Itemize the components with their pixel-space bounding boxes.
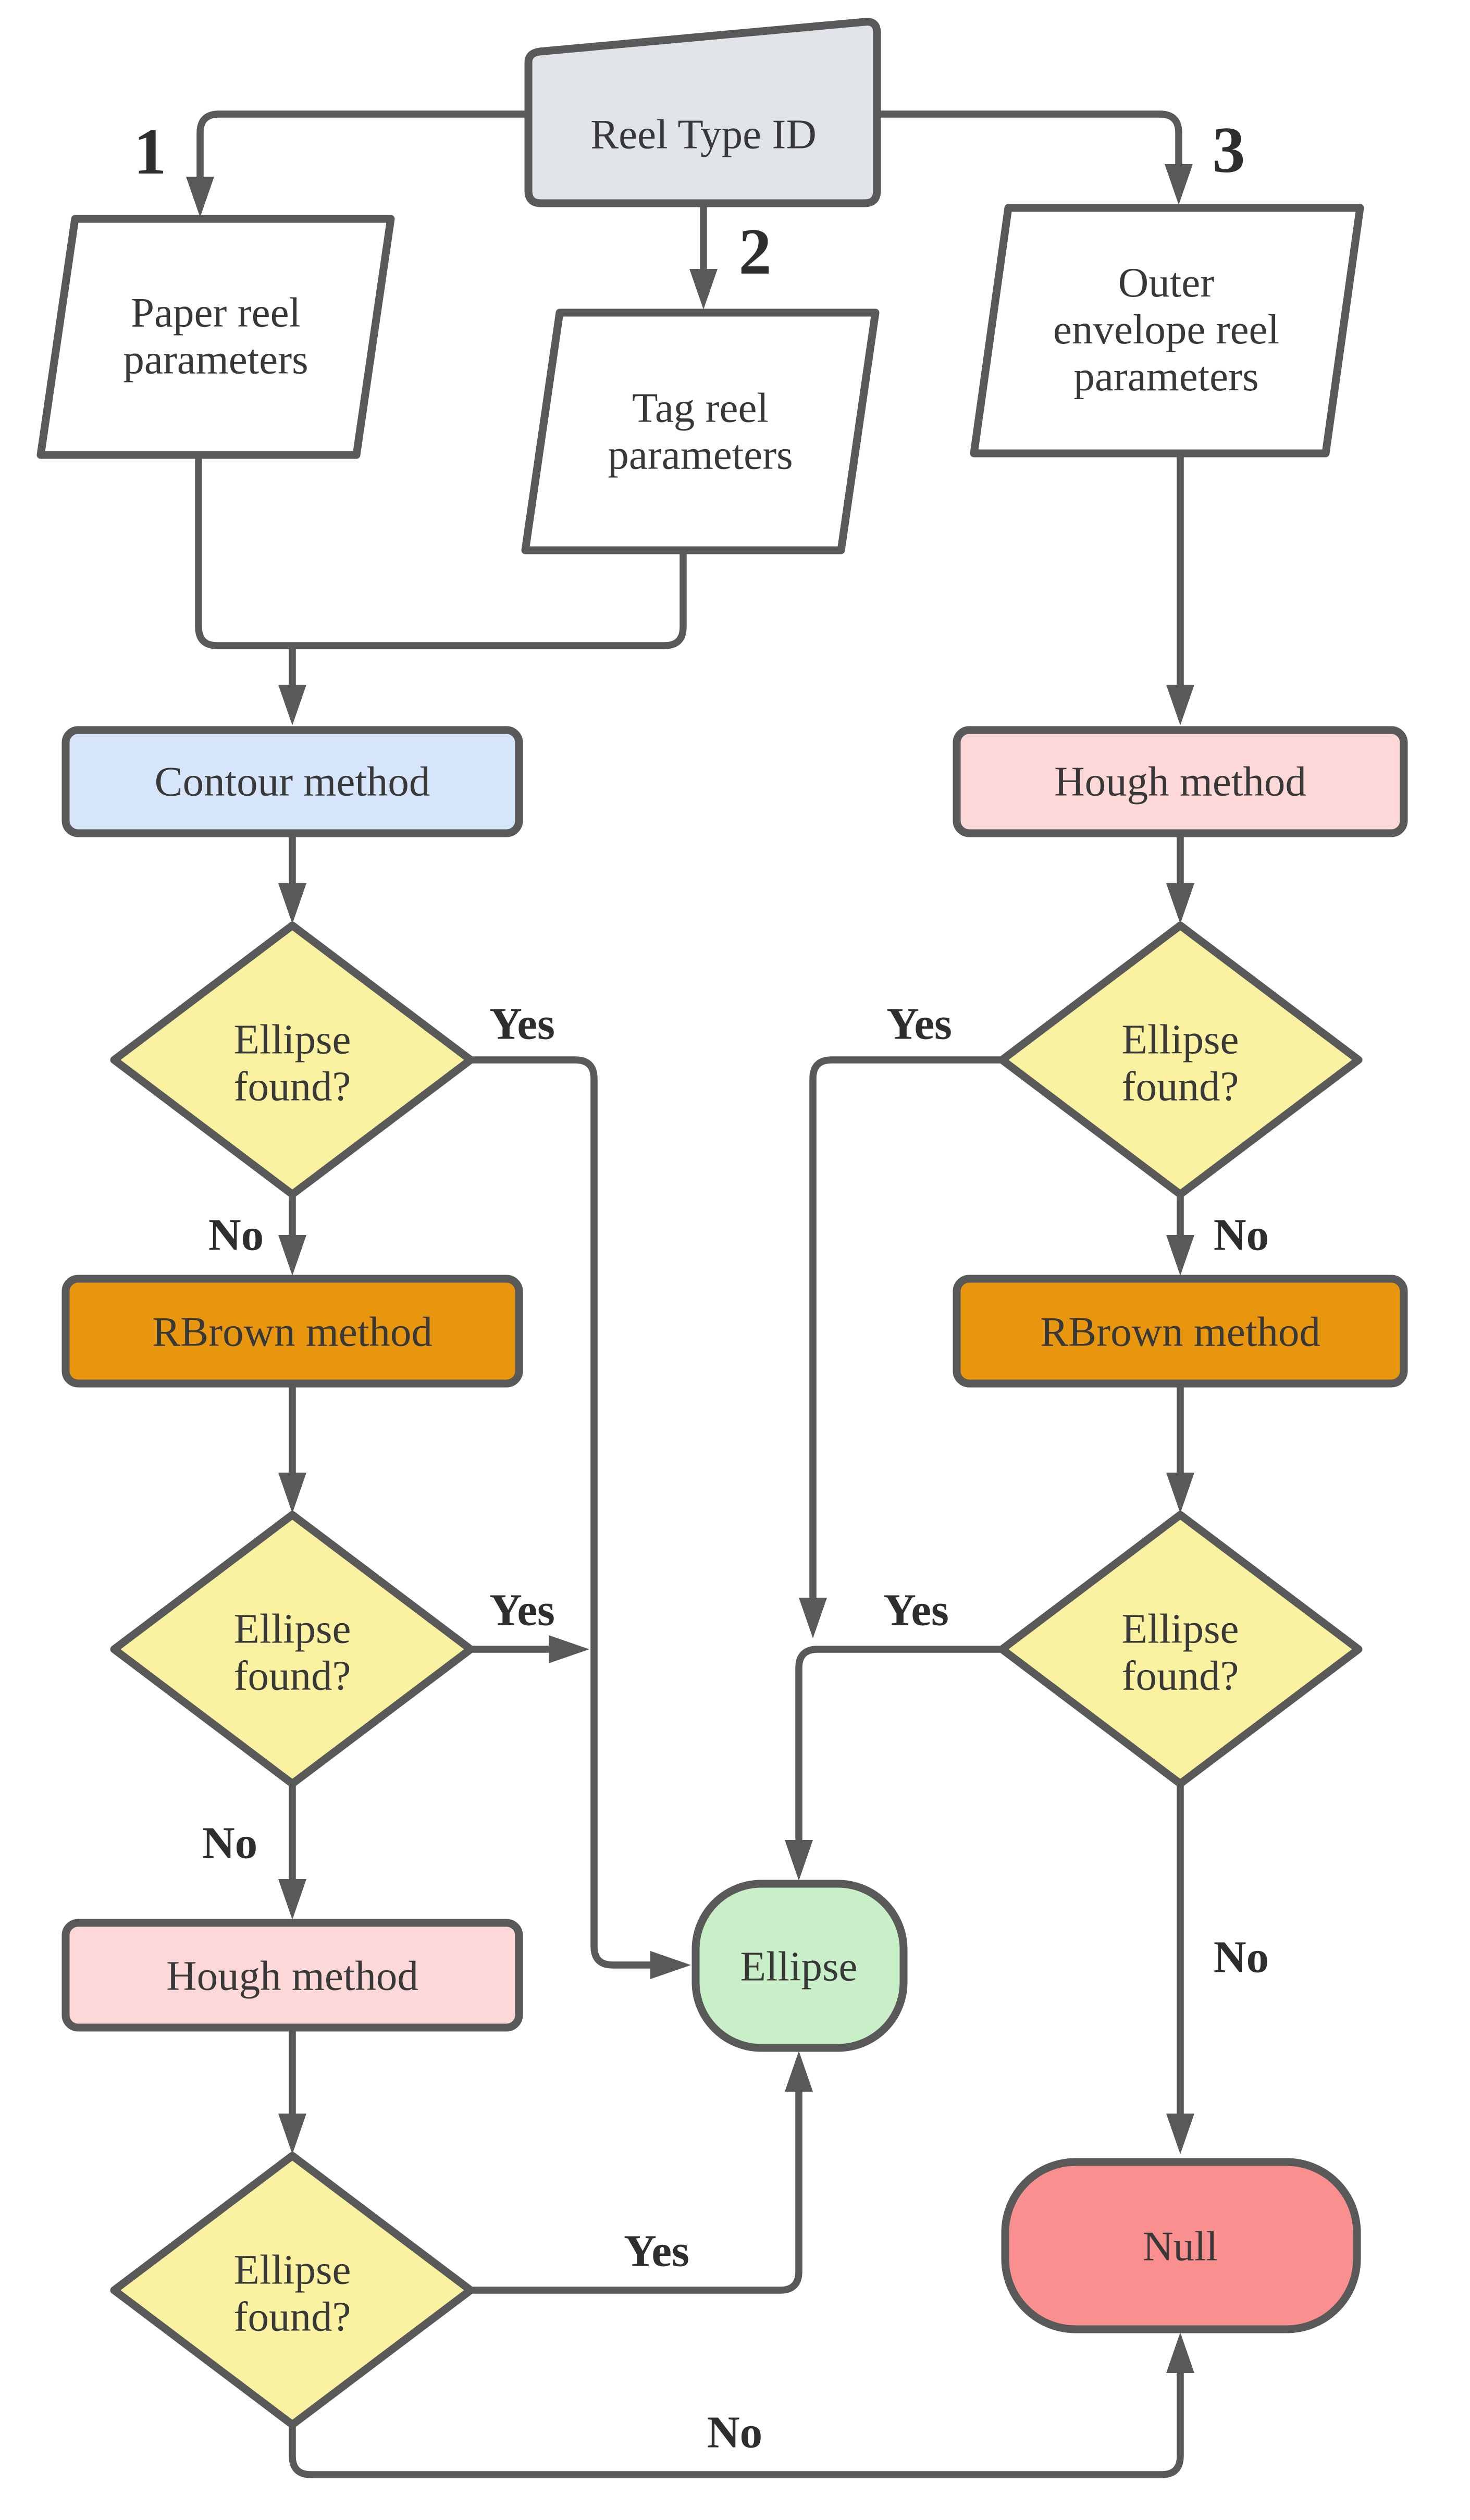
hough-method-right-box: [953, 726, 1408, 837]
label-yes-left-3: Yes: [624, 2227, 689, 2277]
label-yes-right-2: Yes: [883, 1586, 949, 1636]
decision-right-1-diamond: [998, 921, 1363, 1199]
edge-decision-l1-yes: [471, 1056, 653, 1969]
paper-reel-label: Paper reel parameters: [123, 289, 308, 383]
label-no-left-2: No: [202, 1819, 258, 1869]
arrowhead-into-decision-l2: [278, 1473, 306, 1513]
rbrown-method-left-box: [61, 1275, 523, 1388]
tag-reel-parallelogram: [521, 308, 880, 554]
branch-number-1: 1: [133, 117, 167, 189]
decision-left-2-label: Ellipse found?: [233, 1605, 351, 1699]
arrowhead-into-decision-l1: [278, 883, 306, 924]
label-yes-left-1: Yes: [489, 999, 555, 1050]
outer-reel-label: Outer envelope reel parameters: [1053, 258, 1280, 401]
reel-type-id-shape: [524, 18, 881, 207]
arrowhead-l3-yes-into-ellipse: [785, 2051, 813, 2092]
null-terminal-label: Null: [1142, 2222, 1218, 2270]
branch-number-3: 3: [1212, 116, 1245, 188]
hough-method-right-label: Hough method: [1054, 758, 1306, 805]
arrowhead-into-decision-l3: [278, 2114, 306, 2154]
arrowhead-into-decision-r2: [1166, 1473, 1194, 1513]
label-no-right-1: No: [1213, 1210, 1269, 1261]
decision-left-2-diamond: [110, 1511, 475, 1788]
edge-decision-l3-yes: [471, 2089, 802, 2294]
null-terminal-shape: [1001, 2158, 1361, 2333]
arrowhead-into-rbrown-l: [278, 1235, 306, 1276]
arrowhead-no-into-null-bottom: [1166, 2332, 1194, 2373]
ellipse-terminal-shape: [691, 1880, 908, 2052]
label-yes-right-1: Yes: [886, 999, 952, 1050]
arrowhead-into-rbrown-r: [1166, 1235, 1194, 1276]
rbrown-method-left-label: RBrown method: [152, 1308, 433, 1355]
rbrown-method-right-box: [953, 1275, 1408, 1388]
decision-left-1-label: Ellipse found?: [233, 1016, 351, 1110]
outer-reel-parallelogram: [970, 204, 1364, 458]
arrowhead-into-hough-r: [1166, 685, 1194, 725]
hough-method-left-box: [61, 1919, 523, 2032]
decision-left-1-diamond: [110, 921, 475, 1199]
decision-right-2-label: Ellipse found?: [1121, 1605, 1239, 1699]
ellipse-terminal-label: Ellipse: [740, 1943, 858, 1990]
edge-decision-r1-yes: [809, 1056, 1002, 1601]
edge-decision-l3-no: [289, 2370, 1184, 2478]
arrowhead-r1-yes-junction: [799, 1598, 827, 1638]
label-no-right-2: No: [1213, 1933, 1269, 1983]
label-no-left-1: No: [208, 1210, 264, 1261]
paper-reel-parallelogram: [36, 215, 395, 459]
arrowhead-yes-into-ellipse-top: [785, 1840, 813, 1881]
decision-right-1-label: Ellipse found?: [1121, 1016, 1239, 1110]
contour-method-label: Contour method: [154, 758, 430, 805]
contour-method-box: [61, 726, 523, 837]
arrowhead-into-hough-l: [278, 1879, 306, 1920]
edge-decision-r2-yes: [795, 1646, 1002, 1843]
hough-method-left-label: Hough method: [166, 1952, 418, 1999]
edge-paper-tag-merge: [195, 455, 687, 649]
edge-reeltype-to-paper: [196, 110, 528, 180]
decision-right-2-diamond: [998, 1511, 1363, 1788]
arrowhead-into-tag: [689, 269, 718, 310]
label-no-bottom: No: [707, 2408, 763, 2459]
rbrown-method-right-label: RBrown method: [1040, 1308, 1320, 1355]
decision-left-3-diamond: [110, 2152, 475, 2429]
tag-reel-label: Tag reel parameters: [608, 384, 793, 478]
label-yes-left-2: Yes: [489, 1586, 555, 1636]
arrowhead-into-decision-r1: [1166, 883, 1194, 924]
arrowhead-no-into-null-top: [1166, 2114, 1194, 2154]
branch-number-2: 2: [738, 217, 772, 289]
arrowhead-l2-yes-into-line: [549, 1635, 589, 1663]
decision-left-3-label: Ellipse found?: [233, 2246, 351, 2340]
reel-type-id-label: Reel Type ID: [590, 110, 817, 158]
edge-reeltype-to-outer: [877, 110, 1182, 167]
arrowhead-into-paper: [186, 177, 214, 217]
arrowhead-into-contour: [278, 685, 306, 725]
arrowhead-l1-yes-into-ellipse: [650, 1951, 691, 1979]
arrowhead-into-outer: [1165, 164, 1193, 205]
